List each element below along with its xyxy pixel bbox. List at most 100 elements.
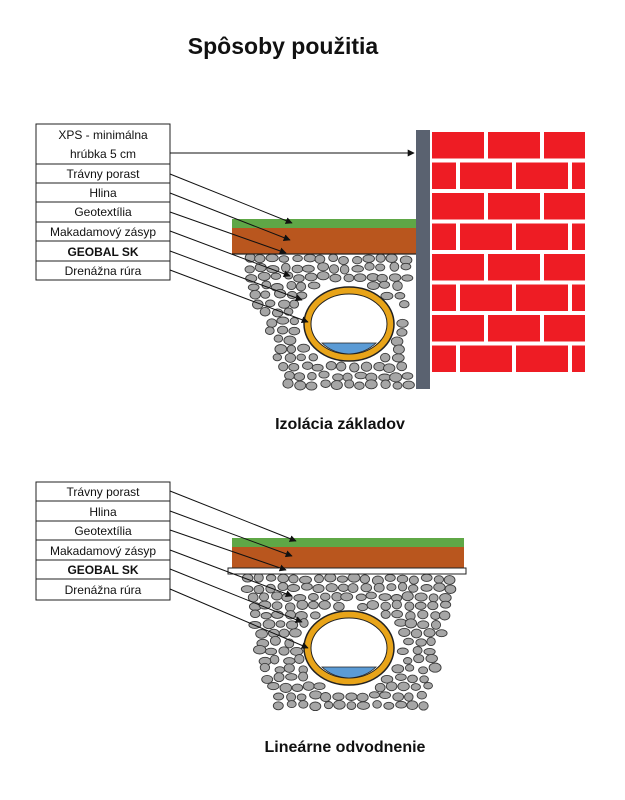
gravel-stone [339,264,350,275]
gravel-stone [265,583,276,594]
gravel-stone [407,674,418,684]
gravel-stone [423,628,436,638]
gravel-stone [420,584,433,592]
gravel-stone [426,636,436,647]
gravel-stone [308,593,319,602]
gravel-stone [365,591,377,600]
gravel-stone [352,256,363,265]
brick [488,315,540,342]
gravel-stone [406,700,419,711]
gravel-stone [293,372,306,382]
gravel-stone [323,701,334,710]
gravel-stone [345,692,358,701]
gravel-stone [362,254,375,263]
gravel-stone [395,700,407,709]
brick [544,315,585,342]
leader-arrows-top [169,149,415,324]
brick [432,223,456,250]
gravel-stone [293,274,305,283]
label-soil: Hlina [89,186,117,200]
brick [432,132,484,159]
gravel-stone [259,662,271,673]
gravel-stone [380,291,394,301]
brick [460,284,512,311]
label-drain-pipe: Drenážna rúra [65,264,142,278]
gravel-stone [392,692,405,702]
gravel-stone [296,693,307,702]
gravel-stone [286,280,297,291]
gravel-stone [417,609,429,620]
gravel-stone [386,583,397,592]
gravel-stone [392,381,403,390]
gravel-stone [346,701,357,710]
brick [488,254,540,281]
gravel-stone [443,575,456,585]
gravel-stone [257,271,271,281]
gravel-stone [278,646,290,656]
brick-wall [430,130,587,374]
gravel-stone [390,336,404,347]
gravel-stone [333,601,345,612]
gravel-stone [391,599,402,610]
brick [572,223,585,250]
gravel-stone [420,573,433,582]
page-title: Spôsoby použitia [188,33,379,59]
gravel-stone [275,620,286,628]
gravel-stone [379,691,391,700]
gravel-stone [380,674,394,684]
gravel-stone [284,352,297,363]
gravel-stone [299,618,309,628]
gravel-stone [404,692,414,702]
gravel-stone [444,584,457,594]
gravel-stone [414,592,428,602]
gravel-stone [255,629,268,639]
gravel-stone [391,609,403,619]
gravel-stone [403,637,414,646]
gravel-stone [433,582,446,592]
grass-layer [232,538,464,547]
gravel-stone [261,674,274,684]
gravel-stone [277,325,289,335]
gravel-stone [318,370,330,379]
gravel-stone [305,381,318,391]
gravel-stone [356,701,370,710]
geotextile-layer [227,567,467,575]
brick [572,284,585,311]
gravel-stone [373,361,386,372]
gravel-stone [304,272,318,282]
gravel-stone [299,575,312,585]
gravel-stone [272,353,282,362]
gravel-stone [344,379,355,389]
brick [460,162,512,189]
gravel-stone [347,572,361,583]
label-box-top: XPS - minimálna hrúbka 5 cm Trávny poras… [35,123,171,281]
gravel-stone [279,682,293,693]
gravel-stone [283,335,297,346]
gravel-stone [302,681,315,691]
diagram-linear-drainage: Trávny porast Hlina Geotextília Makadamo… [35,481,467,756]
brick [432,284,456,311]
gravel-stone [364,379,378,390]
gravel-stone [338,255,349,266]
gravel-stone [262,619,276,630]
gravel-stone [247,283,260,292]
gravel-stone [383,363,396,374]
brick [432,193,484,220]
brick [572,162,585,189]
gravel-stone [259,306,271,317]
gravel-stone [320,379,331,388]
gravel-stone [307,371,317,381]
gravel-stone [354,371,368,380]
label-geotextile: Geotextília [74,205,132,219]
gravel-stone [430,620,442,630]
brick [432,345,456,372]
gravel-stone [360,361,373,372]
gravel-stone [336,361,347,372]
gravel-stone [399,300,410,309]
soil-layer [232,228,416,254]
gravel-stone [428,593,439,603]
gravel-stone [264,326,275,335]
gravel-stone [410,683,421,691]
gravel-stone [328,253,339,263]
gravel-stone [398,627,411,637]
